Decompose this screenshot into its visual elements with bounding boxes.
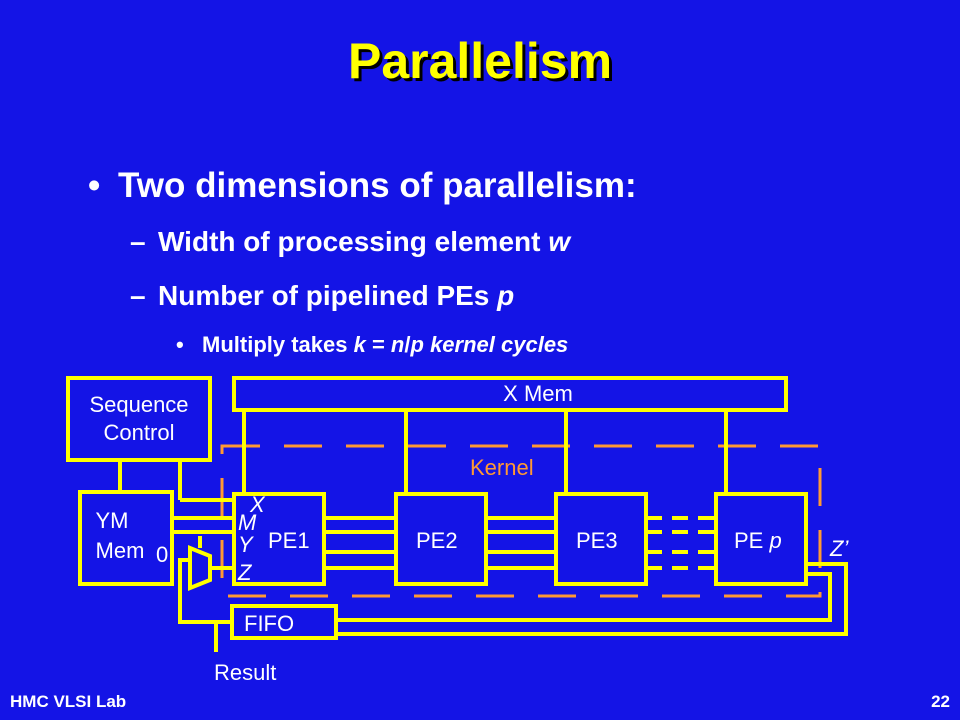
result-label: Result [214,660,276,685]
bullet-width: –Width of processing element w [130,226,570,258]
dash-marker: – [130,226,146,257]
bullet-text: kernel cycles [423,332,569,357]
var-n: n [390,332,405,357]
bullet-text: Width of processing element [158,226,549,257]
pe3-box [554,492,648,586]
port-y-label: Y [238,532,254,557]
pe-p-box [714,492,808,586]
wire [336,572,832,622]
pe3-label: PE3 [576,528,618,553]
pe1-box [232,492,326,586]
bullet-text: Multiply takes [202,332,354,357]
pe2-box [394,492,488,586]
bullet-text: Two dimensions of parallelism: [118,166,637,205]
var-k: k [353,332,366,357]
z-prime-label: Z’ [829,536,849,561]
bullet-text: / [404,332,411,357]
bullet-marker: • [176,332,184,357]
mux-zero-label: 0 [156,542,168,567]
wire [178,558,232,624]
footer-lab-name: HMC VLSI Lab [10,692,127,711]
bullet-marker: • [88,166,101,205]
var-w: w [548,226,571,257]
x-mem-label: X Mem [503,381,573,406]
sequence-control-box [66,376,212,462]
fifo-label: FIFO [244,611,294,636]
kernel-label: Kernel [470,455,534,480]
pe-p-label: PE p [734,528,782,553]
x-mem-box [232,376,788,412]
bullet-number-pes: –Number of pipelined PEs p [130,280,514,312]
port-z-label: Z [237,560,253,585]
bullet-text: Number of pipelined PEs [158,280,498,311]
slide-title: Parallelism [347,33,613,89]
dash-marker: – [130,280,146,311]
var-p: p [497,280,515,311]
bullet-text: = [365,332,391,357]
port-m-label: M [238,510,257,535]
var-p: p [410,332,424,357]
pe2-label: PE2 [416,528,458,553]
ym-mem-box [78,490,174,586]
bullet-two-dimensions: • Two dimensions of parallelism: [88,166,637,206]
mux-shape [188,545,212,591]
bullet-multiply: • Multiply takes k = n/p kernel cycles [176,332,568,358]
pe1-label: PE1 [268,528,310,553]
wire [336,562,848,636]
port-x-label: X [249,492,266,517]
page-number: 22 [931,692,950,711]
